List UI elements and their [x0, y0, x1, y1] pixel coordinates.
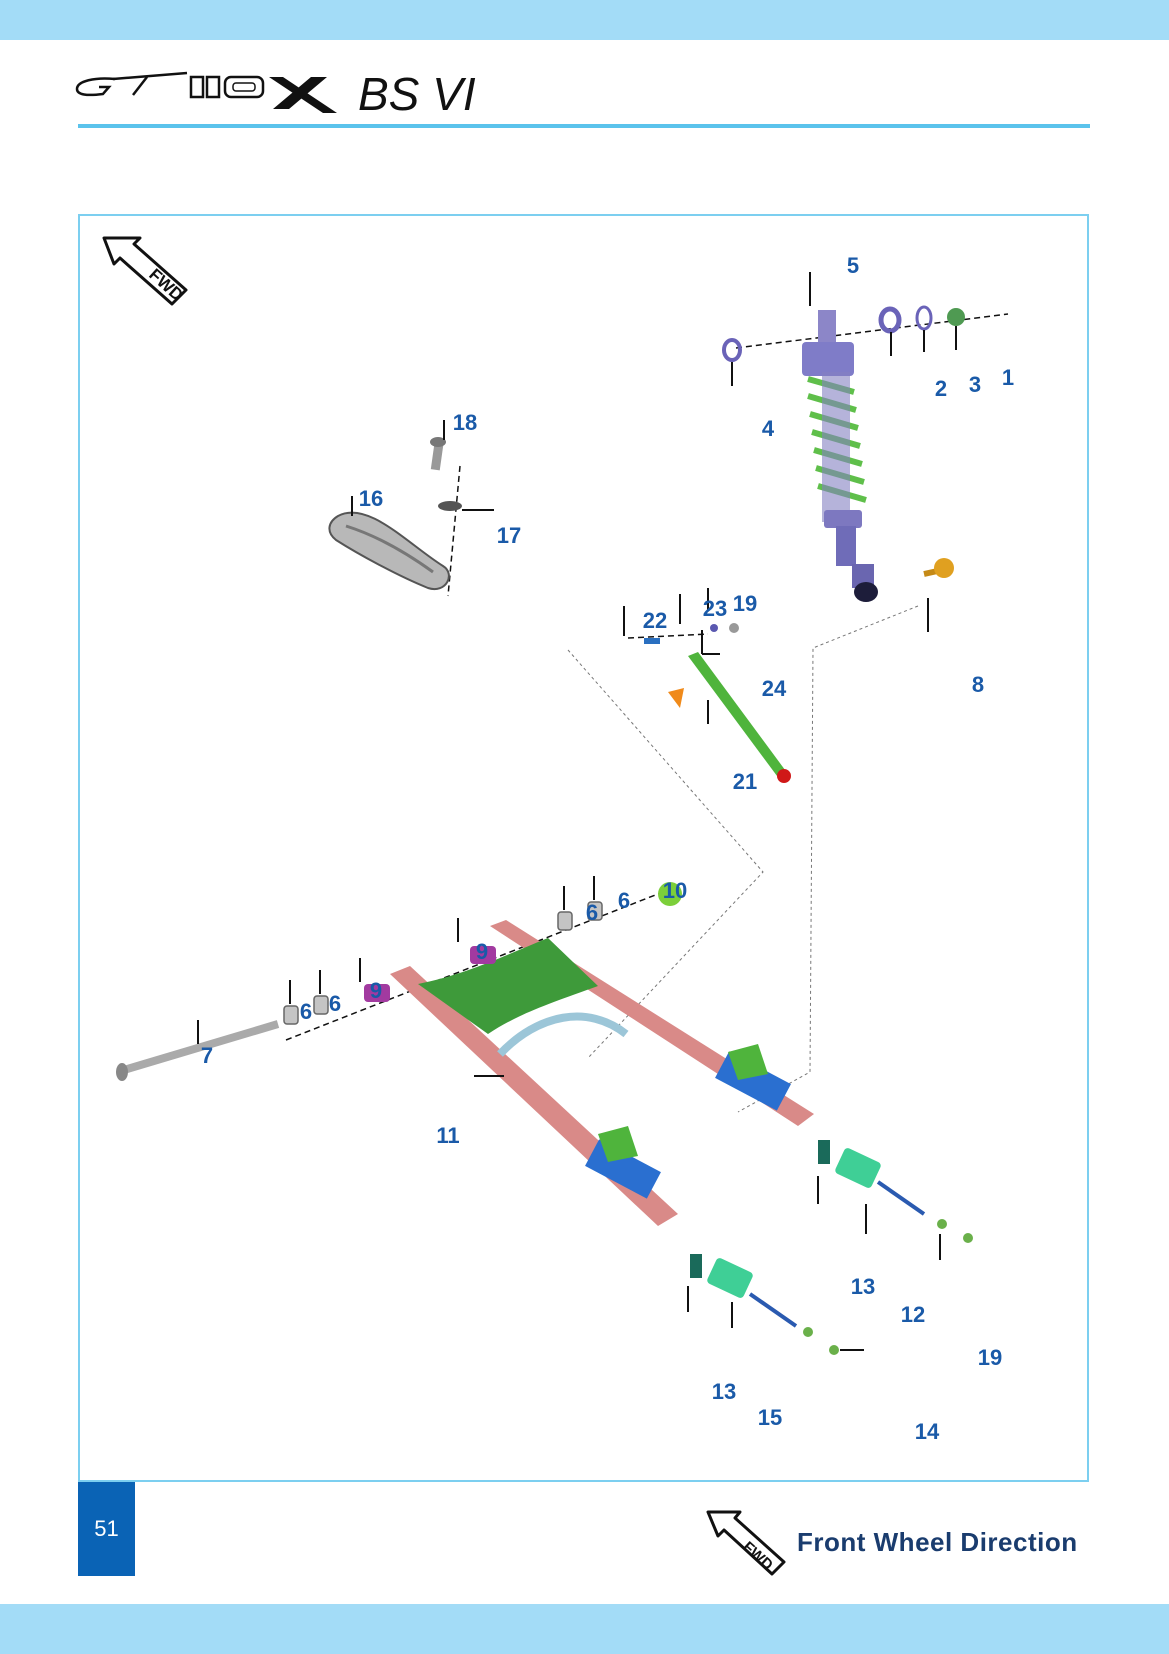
washer-24 [729, 623, 739, 633]
callout-22: 22 [642, 608, 668, 633]
model-suffix: BS VI [358, 68, 476, 120]
callout-14: 14 [914, 1419, 940, 1444]
callout-19a: 19 [732, 591, 758, 616]
pivot-axle [116, 1020, 280, 1081]
callout-7: 7 [200, 1043, 214, 1068]
washer-6d [587, 901, 603, 921]
callout-2: 2 [934, 376, 948, 401]
bushing-9b [470, 946, 496, 964]
header-rule [78, 124, 1090, 128]
bolt-23 [710, 624, 718, 632]
bolt-8 [923, 558, 954, 578]
callout-24: 24 [761, 676, 787, 701]
bolt-22 [644, 638, 660, 644]
callout-16: 16 [358, 486, 384, 511]
callout-6c: 6 [585, 900, 599, 925]
assembly-axis-lines [285, 313, 1009, 1041]
washer-6b [313, 995, 329, 1015]
callout-13b: 13 [711, 1379, 737, 1404]
washer-17 [438, 501, 462, 511]
callout-8: 8 [971, 672, 985, 697]
nut-1 [947, 308, 965, 326]
washer-2 [878, 306, 902, 334]
chain-bracket [668, 652, 791, 783]
callout-9b: 9 [475, 939, 489, 964]
diagram-frame [78, 214, 1089, 1482]
nut-19 [937, 1219, 947, 1229]
washer-6a [283, 1005, 299, 1025]
legend-label: Front Wheel Direction [797, 1527, 1078, 1557]
callout-23: 23 [702, 596, 728, 621]
brand-logo: BS VI [75, 65, 495, 125]
callout-13a: 13 [850, 1274, 876, 1299]
bottom-band [0, 1604, 1169, 1654]
callout-11: 11 [436, 1123, 460, 1148]
bolt-18 [430, 441, 444, 471]
callout-18: 18 [452, 410, 478, 435]
top-band [0, 0, 1169, 40]
plate-13b [690, 1254, 702, 1278]
callout-6d: 6 [617, 888, 631, 913]
callout-19b: 19 [977, 1345, 1003, 1370]
page-number: 51 [78, 1482, 135, 1576]
plate-13a [818, 1140, 830, 1164]
callout-5: 5 [846, 253, 860, 278]
chain-adjuster-12 [835, 1148, 926, 1216]
ring-3 [915, 305, 933, 331]
callout-10: 10 [662, 878, 688, 903]
callout-17: 17 [496, 523, 522, 548]
callout-15: 15 [757, 1405, 783, 1430]
fwd-arrow-icon: FWD [102, 236, 188, 306]
bushing-9a [364, 984, 390, 1002]
callout-21: 21 [732, 769, 758, 794]
fwd-legend-icon: FWD [706, 1510, 786, 1576]
washer-4 [722, 338, 742, 362]
callout-1: 1 [1001, 365, 1015, 390]
callout-6a: 6 [299, 999, 313, 1024]
washer-6c [557, 911, 573, 931]
callout-3: 3 [968, 372, 982, 397]
page-number-text: 51 [94, 1516, 119, 1541]
callout-6b: 6 [328, 991, 342, 1016]
nut-14 [803, 1327, 813, 1337]
callout-leaders [197, 272, 957, 1351]
callout-4: 4 [761, 416, 775, 441]
shock-absorber [802, 310, 878, 602]
chain-guide [328, 511, 450, 591]
chain-adjuster-15 [707, 1258, 798, 1328]
callout-12: 12 [900, 1302, 926, 1327]
exploded-parts-diagram: FWD [102, 236, 1009, 1355]
swing-arm [390, 920, 814, 1226]
callout-9a: 9 [369, 978, 383, 1003]
collar-10 [658, 882, 682, 906]
